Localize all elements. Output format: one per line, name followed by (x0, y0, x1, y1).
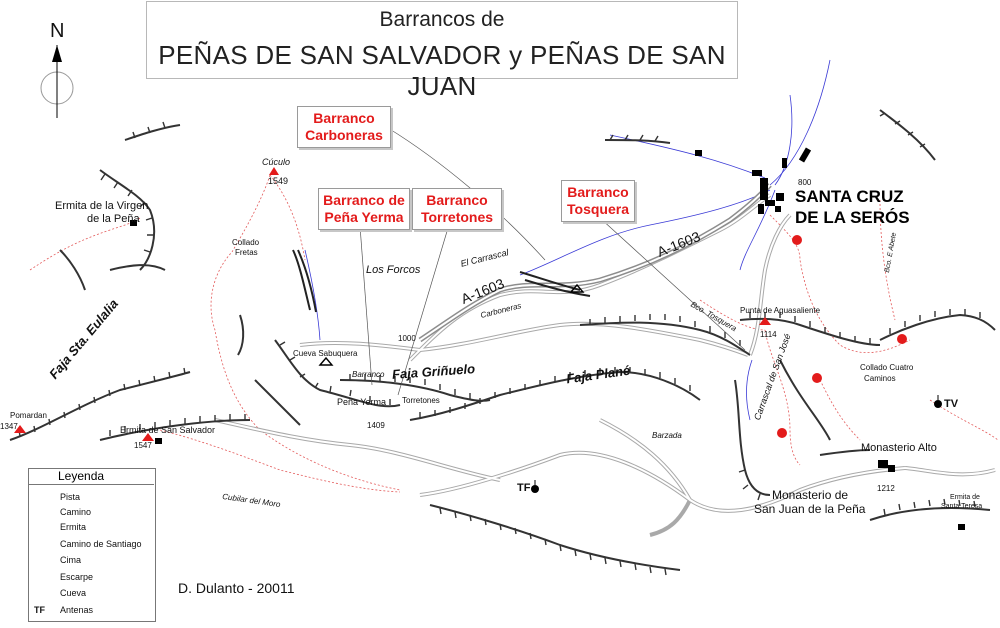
callout-leaders (359, 127, 746, 396)
label-alt-1000: 1000 (398, 334, 416, 343)
callout-line: Barranco (567, 184, 629, 200)
legend-item-camino-santiago: Camino de Santiago (60, 539, 142, 549)
callout-line: Peña Yerma (324, 209, 404, 225)
callout-barranco-pena-yerma: Barranco de Peña Yerma (318, 188, 410, 230)
label-alt-1409: 1409 (367, 421, 385, 430)
legend-title: Leyenda (28, 469, 154, 485)
legend-item-cima: Cima (60, 555, 82, 565)
map-title-box: Barrancos de PEÑAS DE SAN SALVADOR y PEÑ… (146, 1, 738, 101)
town-line: SANTA CRUZ (795, 187, 904, 206)
label-alt-1547: 1547 (134, 441, 152, 450)
label-monasterio-alto: Monasterio Alto (861, 442, 937, 454)
callout-line: Barranco (313, 110, 375, 126)
legend-item-pista: Pista (60, 492, 81, 502)
label-ermita-teresa-2: Santa Teresa (941, 503, 983, 510)
legend-tf-label: TF (34, 605, 45, 615)
escarpment-ticks (18, 112, 981, 576)
label-collado-cuatro-1: Collado Cuatro (860, 363, 914, 372)
label-tf-antenna: TF (517, 482, 531, 494)
label-cuculo: Cúculo (262, 157, 291, 167)
label-monasterio-sj-1: Monasterio de (772, 488, 849, 502)
map-credit: D. Dulanto - 20011 (178, 580, 295, 596)
callout-barranco-tosquera: Barranco Tosquera (561, 180, 635, 222)
label-punta-aguasaliente: Punta de Aguasaliente (740, 306, 821, 315)
label-barzada: Barzada (652, 431, 682, 440)
legend-item-escarpe: Escarpe (60, 572, 94, 582)
town-buildings (695, 147, 895, 472)
label-tv-antenna: TV (944, 398, 959, 410)
road-a1603 (292, 183, 772, 343)
map-title-line2: PEÑAS DE SAN SALVADOR y PEÑAS DE SAN JUA… (158, 40, 726, 101)
label-los-forcos: Los Forcos (366, 264, 421, 276)
compass-north-label: N (50, 20, 65, 42)
town-santa-cruz-label: SANTA CRUZ DE LA SERÓS (795, 186, 910, 228)
label-torretones: Torretones (402, 396, 440, 405)
compass-rose (40, 45, 74, 118)
callout-line: Carboneras (305, 127, 383, 143)
callout-line: Barranco de (323, 192, 405, 208)
label-pena-yerma: Peña Yerma (337, 397, 387, 407)
label-pomardan: Pomardan (10, 411, 47, 420)
label-collado-fretas-2: Fretas (235, 248, 258, 257)
callout-line: Torretones (420, 209, 494, 225)
escarpment-lines (9, 109, 996, 571)
legend-item-antenas: Antenas (60, 605, 94, 615)
cave-marker (318, 283, 585, 366)
label-collado-cuatro-2: Caminos (864, 374, 896, 383)
antenna-markers (531, 395, 942, 493)
camino-santiago-shells (777, 235, 907, 438)
summit-markers (14, 167, 771, 441)
label-alt-1347: 1347 (0, 422, 18, 431)
label-ermita-virgen-2: de la Peña (87, 213, 140, 225)
legend-item-camino: Camino (60, 507, 92, 517)
hermitage-markers (130, 220, 965, 530)
map-title-line1: Barrancos de (379, 8, 505, 31)
town-line: DE LA SERÓS (795, 208, 910, 227)
callout-line: Barranco (426, 192, 488, 208)
legend-item-cueva: Cueva (60, 588, 87, 598)
label-barranco-small: Barranco (352, 370, 385, 379)
callout-barranco-carboneras: Barranco Carboneras (297, 106, 391, 148)
label-alt-1212: 1212 (877, 484, 895, 493)
legend-item-ermita: Ermita (60, 522, 87, 532)
label-cueva-sabuquera: Cueva Sabuquera (293, 349, 358, 358)
callout-barranco-torretones: Barranco Torretones (412, 188, 502, 230)
label-monasterio-sj-2: San Juan de la Peña (754, 502, 866, 516)
label-cuculo-alt: 1549 (268, 176, 289, 186)
label-alt-800: 800 (798, 178, 812, 187)
label-ermita-teresa-1: Ermita de (950, 494, 980, 501)
legend-box (28, 468, 156, 622)
label-ermita-virgen-1: Ermita de la Virgen (55, 200, 149, 212)
label-ermita-san-salvador: Ermita de San Salvador (120, 425, 216, 435)
label-collado-fretas-1: Collado (232, 238, 260, 247)
callout-line: Tosquera (567, 201, 629, 217)
label-alt-1114: 1114 (760, 330, 777, 339)
